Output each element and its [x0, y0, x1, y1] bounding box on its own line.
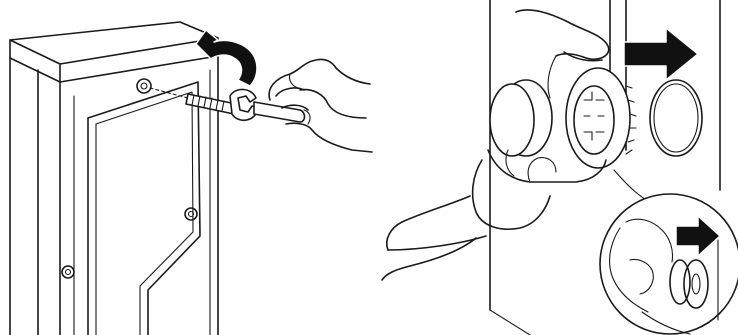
hole-cover-cap — [490, 80, 552, 156]
screw-hole-bottom — [62, 266, 74, 278]
transport-hole — [650, 80, 702, 156]
machine-top — [10, 22, 218, 82]
step-insert-hole-covers — [380, 0, 738, 335]
screw-hole-mid — [185, 208, 197, 220]
bolt-icon — [186, 94, 236, 114]
hand-left — [269, 59, 372, 152]
step-remove-transport-bolt — [0, 0, 380, 335]
screw-hole-top — [137, 79, 151, 93]
magnifier-circle-icon — [600, 170, 738, 334]
push-arrow-icon — [624, 28, 698, 80]
